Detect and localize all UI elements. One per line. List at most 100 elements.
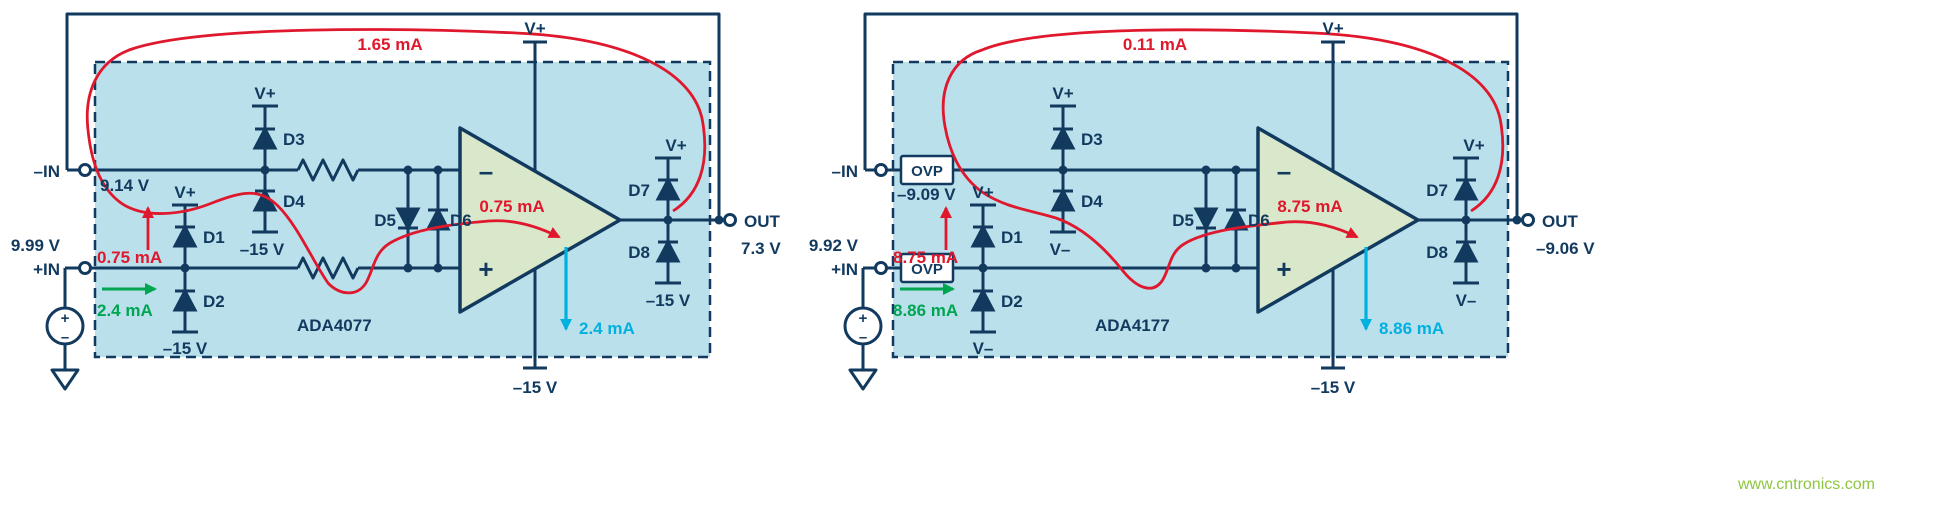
supply-bottom-label: –15 V [513, 378, 558, 397]
pos-input-label: +IN [33, 260, 60, 279]
neg-input-voltage: –9.09 V [897, 185, 956, 204]
junction-dot [1512, 215, 1522, 225]
vminus-supply-wire [1321, 269, 1345, 370]
d8-label: D8 [628, 243, 650, 262]
neg-input-terminal [874, 163, 888, 177]
junction-dot [663, 215, 673, 225]
neg-input-resistor [296, 158, 360, 182]
ovp-block-pos [899, 252, 955, 284]
voltage-source-icon [45, 306, 85, 346]
d7-label: D7 [628, 181, 650, 200]
left-circuit: –IN 9.14 V 9.99 V +IN V+ D1 D2 –15 V V+ … [11, 12, 781, 397]
ovp-label-neg: OVP [911, 163, 943, 180]
neg-input-voltage: 9.14 V [100, 176, 150, 195]
d3-label: D3 [283, 130, 305, 149]
d5-label: D5 [1172, 211, 1194, 230]
watermark: www.cntronics.com [1737, 476, 1875, 493]
neg-input-label: –IN [34, 162, 60, 181]
opamp-plus-sign: + [478, 254, 493, 284]
output-terminal [1521, 213, 1535, 227]
ovp-block-neg [899, 154, 955, 186]
pos-input-voltage: 9.99 V [11, 236, 61, 255]
junction-dot [1201, 263, 1211, 273]
d3-rail-label: V+ [254, 84, 275, 103]
junction-dot [1461, 215, 1471, 225]
d4-label: D4 [1081, 192, 1103, 211]
junction-dot [1201, 165, 1211, 175]
chip-name: ADA4177 [1095, 316, 1170, 335]
tail-current-label: 8.86 mA [1379, 319, 1444, 338]
d2-rail-label: V– [973, 339, 994, 358]
output-voltage: 7.3 V [741, 239, 781, 258]
neg-input-label: –IN [832, 162, 858, 181]
amp-current-label: 0.75 mA [479, 197, 544, 216]
d7-label: D7 [1426, 181, 1448, 200]
supply-bottom-label: –15 V [1311, 378, 1356, 397]
d1-label: D1 [203, 228, 225, 247]
junction-dot [260, 165, 270, 175]
junction-dot [433, 263, 443, 273]
d3-rail-label: V+ [1052, 84, 1073, 103]
pos-input-terminal [874, 261, 888, 275]
d7-rail-label: V+ [665, 136, 686, 155]
junction-dot [403, 263, 413, 273]
source-minus-sign: – [859, 329, 867, 346]
voltage-source-icon [843, 306, 883, 346]
opamp-triangle [1256, 126, 1420, 314]
junction-dot [1058, 165, 1068, 175]
d3-label: D3 [1081, 130, 1103, 149]
input-current-label: 2.4 mA [97, 301, 153, 320]
vplus-supply-wire [523, 40, 547, 171]
d8-rail-label: –15 V [646, 291, 691, 310]
pos-input-voltage: 9.92 V [809, 236, 859, 255]
opamp-plus-sign: + [1276, 254, 1291, 284]
supply-top-label: V+ [524, 19, 545, 38]
source-plus-sign: + [859, 310, 868, 327]
amp-current-label: 8.75 mA [1277, 197, 1342, 216]
fault-current-loop-path [85, 28, 707, 295]
tail-current-label: 2.4 mA [579, 319, 635, 338]
d1-label: D1 [1001, 228, 1023, 247]
pos-input-label: +IN [831, 260, 858, 279]
junction-dot [1231, 263, 1241, 273]
fault-current-loop-path [941, 28, 1505, 290]
neg-input-terminal [78, 163, 92, 177]
ground-icon [50, 368, 80, 391]
d4-rail-label: –15 V [240, 240, 285, 259]
d8-label: D8 [1426, 243, 1448, 262]
input-current-label: 8.86 mA [893, 301, 958, 320]
d2-label: D2 [1001, 292, 1023, 311]
pos-input-resistor [296, 256, 360, 280]
feedback-wire [65, 12, 721, 220]
d5-label: D5 [374, 211, 396, 230]
junction-dot [978, 263, 988, 273]
ovp-label-pos: OVP [911, 261, 943, 278]
opamp-minus-sign: – [1277, 156, 1291, 186]
vplus-supply-wire [1321, 40, 1345, 171]
junction-dot [403, 165, 413, 175]
right-circuit: –IN –9.09 V 9.92 V +IN OVP OVP V+ D1 D2 … [809, 12, 1595, 397]
output-voltage: –9.06 V [1536, 239, 1595, 258]
loop-current-label: 1.65 mA [357, 35, 422, 54]
pos-input-terminal [78, 261, 92, 275]
vminus-supply-wire [523, 269, 547, 370]
d8-rail-label: V– [1456, 291, 1477, 310]
junction-dot [1231, 165, 1241, 175]
d6-label: D6 [450, 211, 472, 230]
output-terminal [723, 213, 737, 227]
source-plus-sign: + [61, 310, 70, 327]
junction-dot [714, 215, 724, 225]
source-minus-sign: – [61, 329, 69, 346]
junction-dot [433, 165, 443, 175]
junction-dot [180, 263, 190, 273]
output-label: OUT [744, 212, 781, 231]
opamp-minus-sign: – [479, 156, 493, 186]
loop-current-label: 0.11 mA [1123, 35, 1187, 54]
d4-label: D4 [283, 192, 305, 211]
d6-label: D6 [1248, 211, 1270, 230]
feedback-wire [863, 12, 1519, 220]
d7-rail-label: V+ [1463, 136, 1484, 155]
d2-label: D2 [203, 292, 225, 311]
